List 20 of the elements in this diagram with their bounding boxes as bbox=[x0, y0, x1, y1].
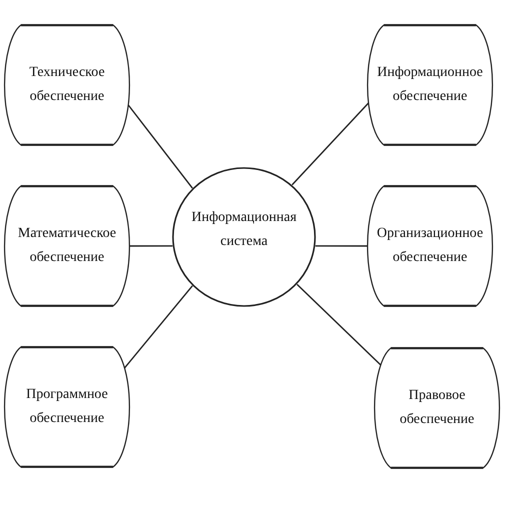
connector-line bbox=[124, 285, 193, 368]
node-label: Техническое обеспечение bbox=[28, 64, 106, 106]
node-label: Правовое обеспечение bbox=[398, 387, 476, 429]
connector-line bbox=[296, 284, 382, 366]
connector-line bbox=[315, 245, 368, 247]
ellipse-node bbox=[172, 167, 316, 307]
connector-line bbox=[292, 102, 369, 186]
node-label: Программное обеспечение bbox=[25, 386, 109, 428]
rounded-box bbox=[366, 24, 494, 146]
node-label: Информационная система bbox=[190, 209, 298, 251]
rounded-box bbox=[366, 185, 494, 307]
node-label: Организационное обеспечение bbox=[376, 225, 484, 267]
connector-line bbox=[128, 104, 193, 189]
node-label: Информационное обеспечение bbox=[376, 64, 484, 106]
rounded-box bbox=[3, 185, 131, 307]
rounded-box bbox=[373, 347, 501, 469]
connector-line bbox=[129, 245, 173, 247]
node-label: Математическое обеспечение bbox=[16, 225, 118, 267]
rounded-box bbox=[3, 346, 131, 468]
rounded-box bbox=[3, 24, 131, 146]
